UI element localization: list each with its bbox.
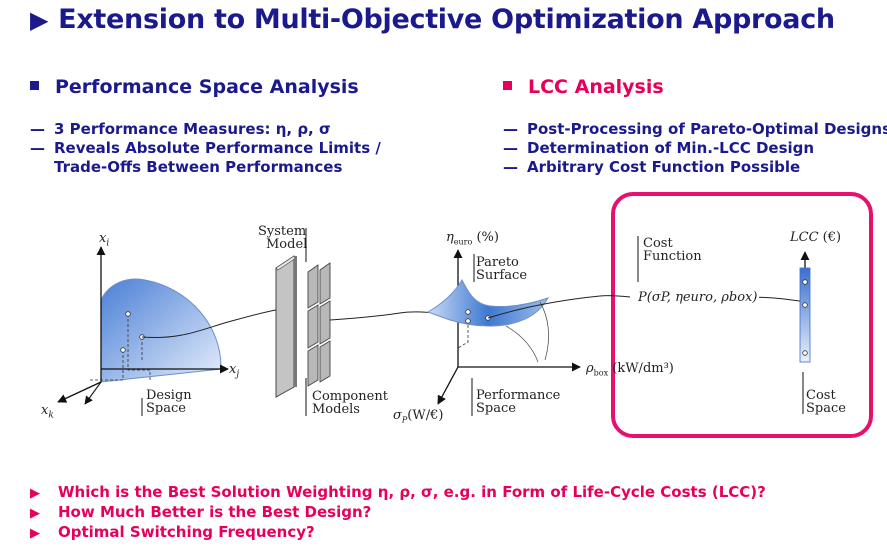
lcc-list: —Post-Processing of Pareto-Optimal Desig… [503,120,887,177]
eta-axis-label: ηeuro (%) [446,230,499,247]
list-item: ▶How Much Better is the Best Design? [30,503,372,521]
square-bullet-icon [30,81,39,90]
pareto-to-cost-curve [487,295,631,319]
axis-xj-label: xj [229,362,240,380]
questions-list: ▶Which is the Best Solution Weighting η,… [30,483,766,543]
triangle-bullet-icon: ▶ [30,526,40,541]
axis-xi-label: xi [99,231,110,249]
design-to-model-curve [141,309,277,339]
lcc-axis-graphic [799,251,811,414]
list-item: ▶Which is the Best Solution Weighting η,… [30,483,766,501]
lcc-analysis-heading: LCC Analysis [503,76,664,98]
list-item: —3 Performance Measures: η, ρ, σ [30,120,331,138]
triangle-bullet-icon: ▶ [30,506,40,521]
component-models-graphic [307,262,331,387]
performance-space-heading: Performance Space Analysis [30,76,359,98]
title-arrow-icon: ▶ [30,6,49,34]
title-text: Extension to Multi-Objective Optimizatio… [58,4,835,35]
page-title: ▶ Extension to Multi-Objective Optimizati… [30,4,835,35]
design-space-graphic [57,246,229,416]
system-model-graphic [275,228,307,416]
performance-list: —3 Performance Measures: η, ρ, σ —Reveal… [30,120,381,177]
p-function-label: P(σP, ηeuro, ρbox) [636,290,760,305]
list-item: —Reveals Absolute Performance Limits / [30,139,381,157]
triangle-bullet-icon: ▶ [30,486,40,501]
sigma-axis-label: σP(W/€) [393,408,444,425]
list-item: —Post-Processing of Pareto-Optimal Desig… [503,120,887,138]
list-item: —Arbitrary Cost Function Possible [503,158,801,176]
list-item: ▶Optimal Switching Frequency? [30,523,315,541]
axis-xk-label: xk [41,403,54,421]
pareto-surface-graphic [426,278,550,363]
rho-axis-label: ρbox (kW/dm³) [586,361,674,378]
square-bullet-icon [503,81,512,90]
lcc-highlight-box [611,192,873,438]
list-item-continuation: Trade-Offs Between Performances [54,158,343,176]
list-item: —Determination of Min.-LCC Design [503,139,815,157]
lcc-axis-label: LCC (€) [790,230,842,245]
